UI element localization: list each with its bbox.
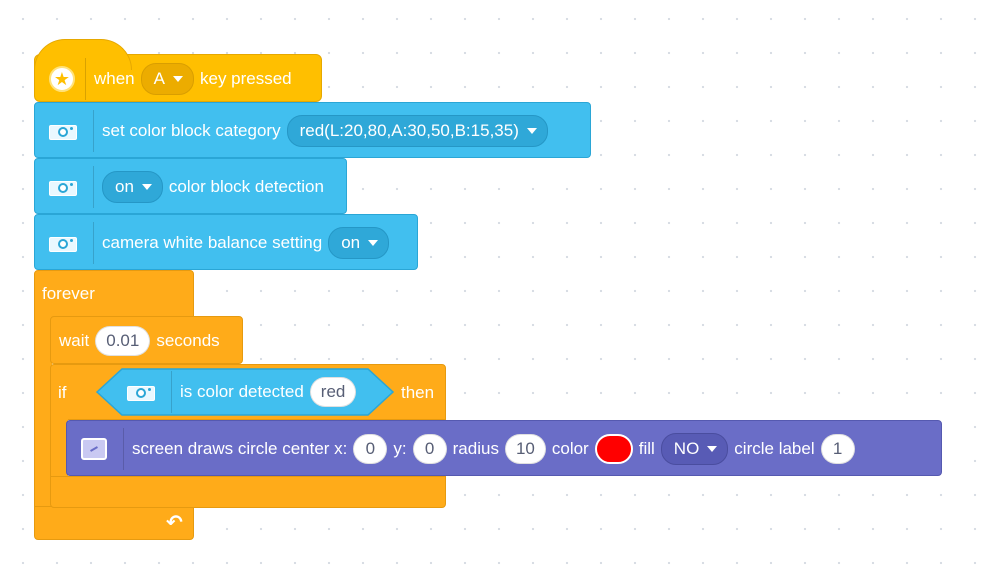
block-separator xyxy=(93,110,94,152)
camera-icon xyxy=(49,122,79,140)
chevron-down-icon xyxy=(526,128,537,134)
camera-icon xyxy=(49,178,79,196)
wait-label: wait xyxy=(59,331,90,350)
is-color-detected-condition[interactable]: is color detected red xyxy=(95,367,395,417)
color-category-dropdown[interactable]: red(L:20,80,A:30,50,B:15,35) xyxy=(286,115,548,147)
detection-label: color block detection xyxy=(168,177,324,196)
forever-label: forever xyxy=(42,284,95,303)
screen-draw-circle-block[interactable]: screen draws circle center x: 0 y: 0 rad… xyxy=(66,420,942,476)
forever-left-bar xyxy=(34,316,52,510)
circle-label-label: circle label xyxy=(734,439,815,458)
color-block-detection-block[interactable]: on color block detection xyxy=(34,158,347,214)
star-icon: ★ xyxy=(49,66,75,92)
set-category-label: set color block category xyxy=(102,121,281,140)
fill-value: NO xyxy=(673,439,700,458)
if-label: if xyxy=(58,383,67,402)
white-balance-label: camera white balance setting xyxy=(102,233,323,252)
key-pressed-label: key pressed xyxy=(199,69,292,88)
detection-toggle-dropdown[interactable]: on xyxy=(102,171,163,203)
wait-block[interactable]: wait 0.01 seconds xyxy=(50,316,243,364)
block-separator xyxy=(171,371,172,413)
block-separator xyxy=(93,222,94,264)
seconds-label: seconds xyxy=(156,331,220,350)
y-label: y: xyxy=(393,439,407,458)
center-x-input[interactable]: 0 xyxy=(353,434,388,464)
block-separator xyxy=(123,428,124,470)
camera-icon xyxy=(49,234,79,252)
radius-label: radius xyxy=(452,439,499,458)
fill-label: fill xyxy=(638,439,655,458)
detection-toggle-value: on xyxy=(115,177,134,196)
if-left-bar xyxy=(50,418,68,478)
set-color-block-category-block[interactable]: set color block category red(L:20,80,A:3… xyxy=(34,102,591,158)
then-label: then xyxy=(401,383,435,402)
block-separator xyxy=(93,166,94,208)
detected-color-field[interactable]: red xyxy=(309,377,357,407)
hat-cap xyxy=(34,39,132,70)
when-label: when xyxy=(94,69,135,88)
radius-input[interactable]: 10 xyxy=(504,434,546,464)
circle-label-input[interactable]: 1 xyxy=(820,434,855,464)
color-label: color xyxy=(551,439,589,458)
center-y-input[interactable]: 0 xyxy=(412,434,447,464)
camera-white-balance-block[interactable]: camera white balance setting on xyxy=(34,214,418,270)
draw-circle-label: screen draws circle center x: xyxy=(132,439,348,458)
circle-color-picker[interactable] xyxy=(594,434,633,464)
chevron-down-icon xyxy=(172,76,183,82)
forever-top-arm xyxy=(34,270,194,318)
chevron-down-icon xyxy=(141,184,152,190)
color-category-value: red(L:20,80,A:30,50,B:15,35) xyxy=(299,121,519,140)
if-bottom-arm xyxy=(50,476,446,508)
is-color-detected-label: is color detected xyxy=(180,382,304,401)
chevron-down-icon xyxy=(707,446,718,452)
key-dropdown[interactable]: A xyxy=(140,63,194,95)
block-separator xyxy=(85,58,86,100)
white-balance-value: on xyxy=(341,233,361,252)
wait-seconds-input[interactable]: 0.01 xyxy=(95,326,151,356)
camera-icon xyxy=(127,383,157,401)
loop-arrow-icon: ↶ xyxy=(166,512,183,534)
when-key-pressed-block[interactable]: ★ when A key pressed xyxy=(34,39,322,102)
chevron-down-icon xyxy=(368,240,379,246)
screen-icon xyxy=(81,438,107,460)
key-value: A xyxy=(153,69,165,88)
fill-dropdown[interactable]: NO xyxy=(660,433,729,465)
white-balance-dropdown[interactable]: on xyxy=(328,227,390,259)
